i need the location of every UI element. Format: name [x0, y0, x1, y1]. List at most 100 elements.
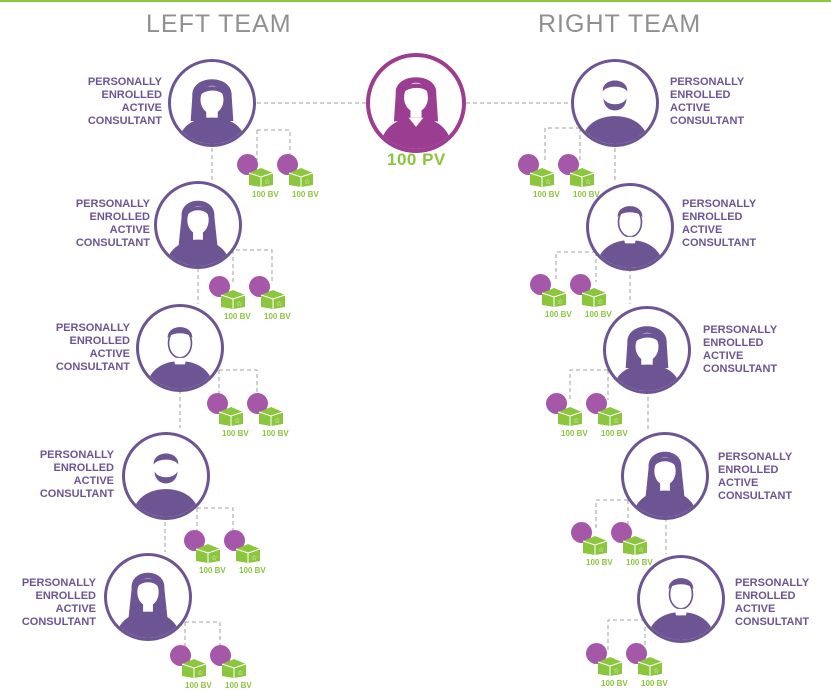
right-node-2-avatar [586, 183, 674, 271]
bv-label: 100 BV [601, 679, 628, 688]
bv-label: 100 BV [533, 190, 560, 199]
bv-label: 100 BV [185, 681, 212, 690]
svg-text:☆: ☆ [234, 417, 240, 425]
volume-dot [209, 276, 230, 297]
svg-text:☆: ☆ [274, 417, 280, 425]
left-team-title: LEFT TEAM [146, 10, 292, 38]
volume-dot [611, 522, 632, 543]
volume-dot [570, 274, 591, 295]
right-node-5-label: PERSONALLY ENROLLED ACTIVE CONSULTANT [735, 577, 810, 628]
volume-dot [586, 643, 607, 664]
svg-text:☆: ☆ [638, 546, 644, 554]
bv-label: 100 BV [601, 429, 628, 438]
male-avatar-icon [145, 327, 215, 389]
bv-label: 100 BV [585, 310, 612, 319]
bv-label: 100 BV [561, 429, 588, 438]
svg-text:☆: ☆ [264, 178, 270, 186]
svg-text:☆: ☆ [653, 667, 659, 675]
female-avatar-icon [165, 200, 231, 266]
volume-dot [170, 645, 191, 666]
volume-dot [277, 154, 298, 175]
svg-text:☆: ☆ [211, 554, 217, 562]
svg-text:☆: ☆ [545, 178, 551, 186]
svg-text:☆: ☆ [197, 669, 203, 677]
center-pv-label: 100 PV [387, 150, 446, 169]
female-avatar-icon [632, 451, 698, 517]
bv-label: 100 BV [199, 566, 226, 575]
product-box-icon: ☆ [220, 289, 246, 309]
product-box-icon: ☆ [258, 406, 284, 426]
svg-text:☆: ☆ [557, 298, 563, 306]
male-avatar-icon [595, 206, 665, 268]
volume-dot [546, 393, 567, 414]
right-node-4-avatar [621, 432, 709, 520]
female-avatar-icon [612, 326, 682, 391]
product-box-icon: ☆ [622, 535, 648, 555]
svg-text:☆: ☆ [613, 417, 619, 425]
svg-text:☆: ☆ [598, 546, 604, 554]
male-avatar-icon [646, 578, 716, 640]
volume-dot [184, 530, 205, 551]
right-node-2-label: PERSONALLY ENROLLED ACTIVE CONSULTANT [682, 198, 757, 249]
left-node-1-label: PERSONALLY ENROLLED ACTIVE CONSULTANT [87, 76, 162, 127]
product-box-icon: ☆ [529, 167, 555, 187]
svg-text:☆: ☆ [573, 417, 579, 425]
product-box-icon: ☆ [195, 543, 221, 563]
product-box-icon: ☆ [597, 656, 623, 676]
bv-label: 100 BV [626, 558, 653, 567]
svg-text:☆: ☆ [237, 669, 243, 677]
right-node-5-avatar [637, 555, 725, 643]
product-box-icon: ☆ [221, 658, 247, 678]
volume-dot [626, 643, 647, 664]
right-node-1-avatar [571, 59, 659, 147]
svg-text:☆: ☆ [585, 178, 591, 186]
left-node-4-avatar [122, 432, 210, 520]
bv-label: 100 BV [222, 429, 249, 438]
svg-text:☆: ☆ [276, 300, 282, 308]
left-node-3-avatar [136, 304, 224, 392]
volume-dot [247, 393, 268, 414]
product-box-icon: ☆ [569, 167, 595, 187]
bv-label: 100 BV [573, 190, 600, 199]
product-box-icon: ☆ [235, 543, 261, 563]
bearded-male-avatar-icon [131, 453, 201, 517]
volume-dot [249, 276, 270, 297]
bv-label: 100 BV [252, 190, 279, 199]
center-consultant-avatar [366, 53, 466, 153]
volume-dot [586, 393, 607, 414]
svg-text:☆: ☆ [613, 667, 619, 675]
volume-dot [571, 522, 592, 543]
product-box-icon: ☆ [582, 535, 608, 555]
left-node-1-avatar [168, 59, 256, 147]
left-node-4-label: PERSONALLY ENROLLED ACTIVE CONSULTANT [39, 449, 114, 500]
female-avatar-icon [177, 79, 247, 144]
volume-dot [530, 274, 551, 295]
product-box-icon: ☆ [637, 656, 663, 676]
female-avatar-icon [379, 77, 453, 149]
right-node-3-label: PERSONALLY ENROLLED ACTIVE CONSULTANT [703, 324, 778, 375]
right-team-title: RIGHT TEAM [538, 10, 702, 38]
volume-dot [210, 645, 231, 666]
bv-label: 100 BV [545, 310, 572, 319]
product-box-icon: ☆ [541, 287, 567, 307]
volume-dot [518, 154, 539, 175]
left-node-5-label: PERSONALLY ENROLLED ACTIVE CONSULTANT [21, 577, 96, 628]
product-box-icon: ☆ [218, 406, 244, 426]
right-node-1-label: PERSONALLY ENROLLED ACTIVE CONSULTANT [670, 76, 745, 127]
left-node-3-label: PERSONALLY ENROLLED ACTIVE CONSULTANT [55, 322, 130, 373]
bv-label: 100 BV [225, 681, 252, 690]
product-box-icon: ☆ [597, 406, 623, 426]
bv-label: 100 BV [264, 312, 291, 321]
volume-dot [224, 530, 245, 551]
left-node-2-avatar [154, 181, 242, 269]
product-box-icon: ☆ [260, 289, 286, 309]
product-box-icon: ☆ [557, 406, 583, 426]
volume-dot [558, 154, 579, 175]
bv-label: 100 BV [224, 312, 251, 321]
volume-dot [237, 154, 258, 175]
bv-label: 100 BV [641, 679, 668, 688]
right-node-3-avatar [603, 306, 691, 394]
bv-label: 100 BV [262, 429, 289, 438]
svg-text:☆: ☆ [304, 178, 310, 186]
